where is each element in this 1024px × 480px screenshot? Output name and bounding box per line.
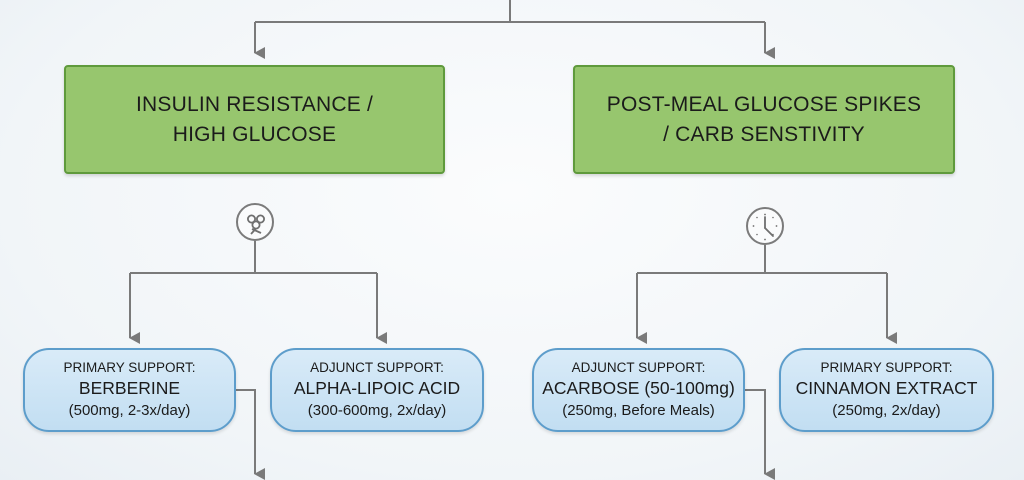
connector-acarbose-down — [744, 389, 775, 480]
supplement-name: ALPHA-LIPOIC ACID — [293, 378, 461, 398]
supplement-dosage: (300-600mg, 2x/day) — [307, 402, 447, 419]
clover-icon — [236, 203, 274, 241]
support-pill-cinnamon-extract: PRIMARY SUPPORT: CINNAMON EXTRACT (250mg… — [779, 348, 994, 432]
support-type-label: ADJUNCT SUPPORT: — [310, 360, 444, 375]
supplement-dosage: (250mg, 2x/day) — [832, 402, 941, 419]
clock-icon — [746, 207, 784, 245]
support-type-label: PRIMARY SUPPORT: — [63, 360, 196, 375]
condition-box-insulin-resistance: INSULIN RESISTANCE / HIGH GLUCOSE — [64, 65, 445, 174]
condition-box-post-meal-spikes: POST-MEAL GLUCOSE SPIKES / CARB SENSTIVI… — [573, 65, 955, 174]
supplement-name: BERBERINE — [78, 378, 181, 398]
supplement-dosage: (500mg, 2-3x/day) — [68, 402, 191, 419]
supplement-name: ACARBOSE (50-100mg) — [542, 378, 735, 398]
supplement-dosage: (250mg, Before Meals) — [562, 402, 715, 419]
support-type-label: ADJUNCT SUPPORT: — [571, 360, 706, 375]
condition-title-line-2: HIGH GLUCOSE — [172, 122, 337, 146]
support-pill-alpha-lipoic-acid: ADJUNCT SUPPORT: ALPHA-LIPOIC ACID (300-… — [270, 348, 484, 432]
support-type-label: PRIMARY SUPPORT: — [820, 360, 953, 375]
supplement-name: CINNAMON EXTRACT — [795, 378, 978, 398]
support-pill-berberine: PRIMARY SUPPORT: BERBERINE (500mg, 2-3x/… — [23, 348, 236, 432]
condition-title-line-1: POST-MEAL GLUCOSE SPIKES — [606, 92, 922, 116]
condition-title-line-2: / CARB SENSTIVITY — [663, 122, 865, 146]
condition-title-line-1: INSULIN RESISTANCE / — [136, 92, 373, 116]
connector-berberine-down — [235, 389, 265, 480]
support-pill-acarbose: ADJUNCT SUPPORT: ACARBOSE (50-100mg) (25… — [532, 348, 745, 432]
